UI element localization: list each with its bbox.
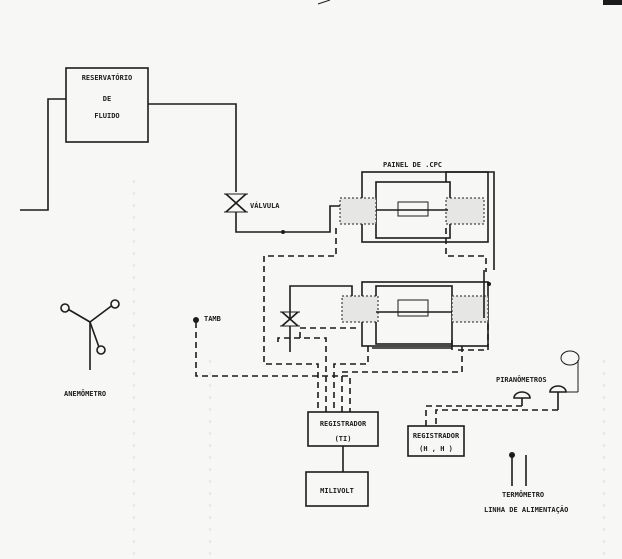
registrator-ti: REGISTRADOR (TI) — [307, 411, 379, 447]
pyranometer-stand — [566, 360, 579, 393]
pyranometer-wire-2 — [435, 409, 558, 426]
pipe-joint — [281, 230, 285, 234]
registrator-ti-label-line2: (TI) — [335, 435, 352, 443]
tamb-label: TAMB — [204, 315, 221, 323]
ambient-temp-wire — [195, 322, 351, 412]
thermocouple-wire-5 — [333, 346, 369, 412]
valve-to-panel-pipe — [235, 205, 340, 233]
lower-collector — [341, 281, 489, 347]
reservoir-outlet-pipe — [148, 103, 237, 192]
power-line-label: LINHA DE ALIMENTAÇÃO — [484, 505, 568, 514]
upper-return-pipe — [445, 171, 495, 270]
thermocouple-wire-4 — [277, 337, 300, 344]
ambient-temp-sensor — [193, 317, 199, 323]
pyranometer-wire-1 — [425, 405, 522, 426]
reservoir-label-line3: FLUIDO — [94, 112, 119, 120]
thermocouple-wire-1 — [263, 228, 337, 412]
reservoir-inlet-pipe — [20, 98, 66, 211]
millivolt-label: MILIVOLT — [320, 487, 354, 495]
registrator-ti-label-line1: REGISTRADOR — [320, 420, 367, 428]
thermocouple-wire-7 — [458, 324, 489, 351]
pyranometer-label: PIRANÔMETROS — [496, 375, 547, 384]
pyranometer-shade-ring — [560, 350, 580, 366]
reservoir-label-line2: DE — [103, 95, 111, 103]
anemometer-symbol — [60, 299, 120, 370]
registrator-h-label-line2: (H , H ) — [419, 445, 453, 453]
pyranometer-2 — [549, 385, 567, 410]
thermometer-label: TERMÔMETRO — [502, 490, 544, 499]
pyranometer-1 — [513, 391, 531, 406]
thermometer-symbol — [509, 452, 527, 486]
millivoltmeter: MILIVOLT — [305, 471, 369, 507]
lower-outlet-pipe — [372, 340, 453, 350]
upper-collector — [339, 171, 489, 243]
valve-symbol — [224, 193, 248, 213]
reservoir-label-line1: RESERVATÓRIO — [82, 73, 133, 82]
lower-feed-pipe — [289, 285, 353, 318]
pipe-joint-right — [487, 282, 491, 286]
thermocouple-wire-2 — [445, 228, 487, 272]
valve-label: VÁLVULA — [250, 201, 280, 210]
registrator-h: REGISTRADOR (H , H ) — [407, 425, 465, 457]
fluid-reservoir: RESERVATÓRIO DE FLUIDO — [65, 67, 149, 143]
corner-mark — [603, 0, 622, 5]
panel-label: PAINEL DE .CPC — [383, 161, 442, 169]
thermocouple-wire-6 — [341, 346, 463, 412]
top-stroke — [317, 0, 331, 5]
registrator-h-label-line1: REGISTRADOR — [413, 432, 460, 440]
thermocouple-wire-3 — [299, 327, 356, 412]
anemometer-label: ANEMÔMETRO — [64, 389, 106, 398]
